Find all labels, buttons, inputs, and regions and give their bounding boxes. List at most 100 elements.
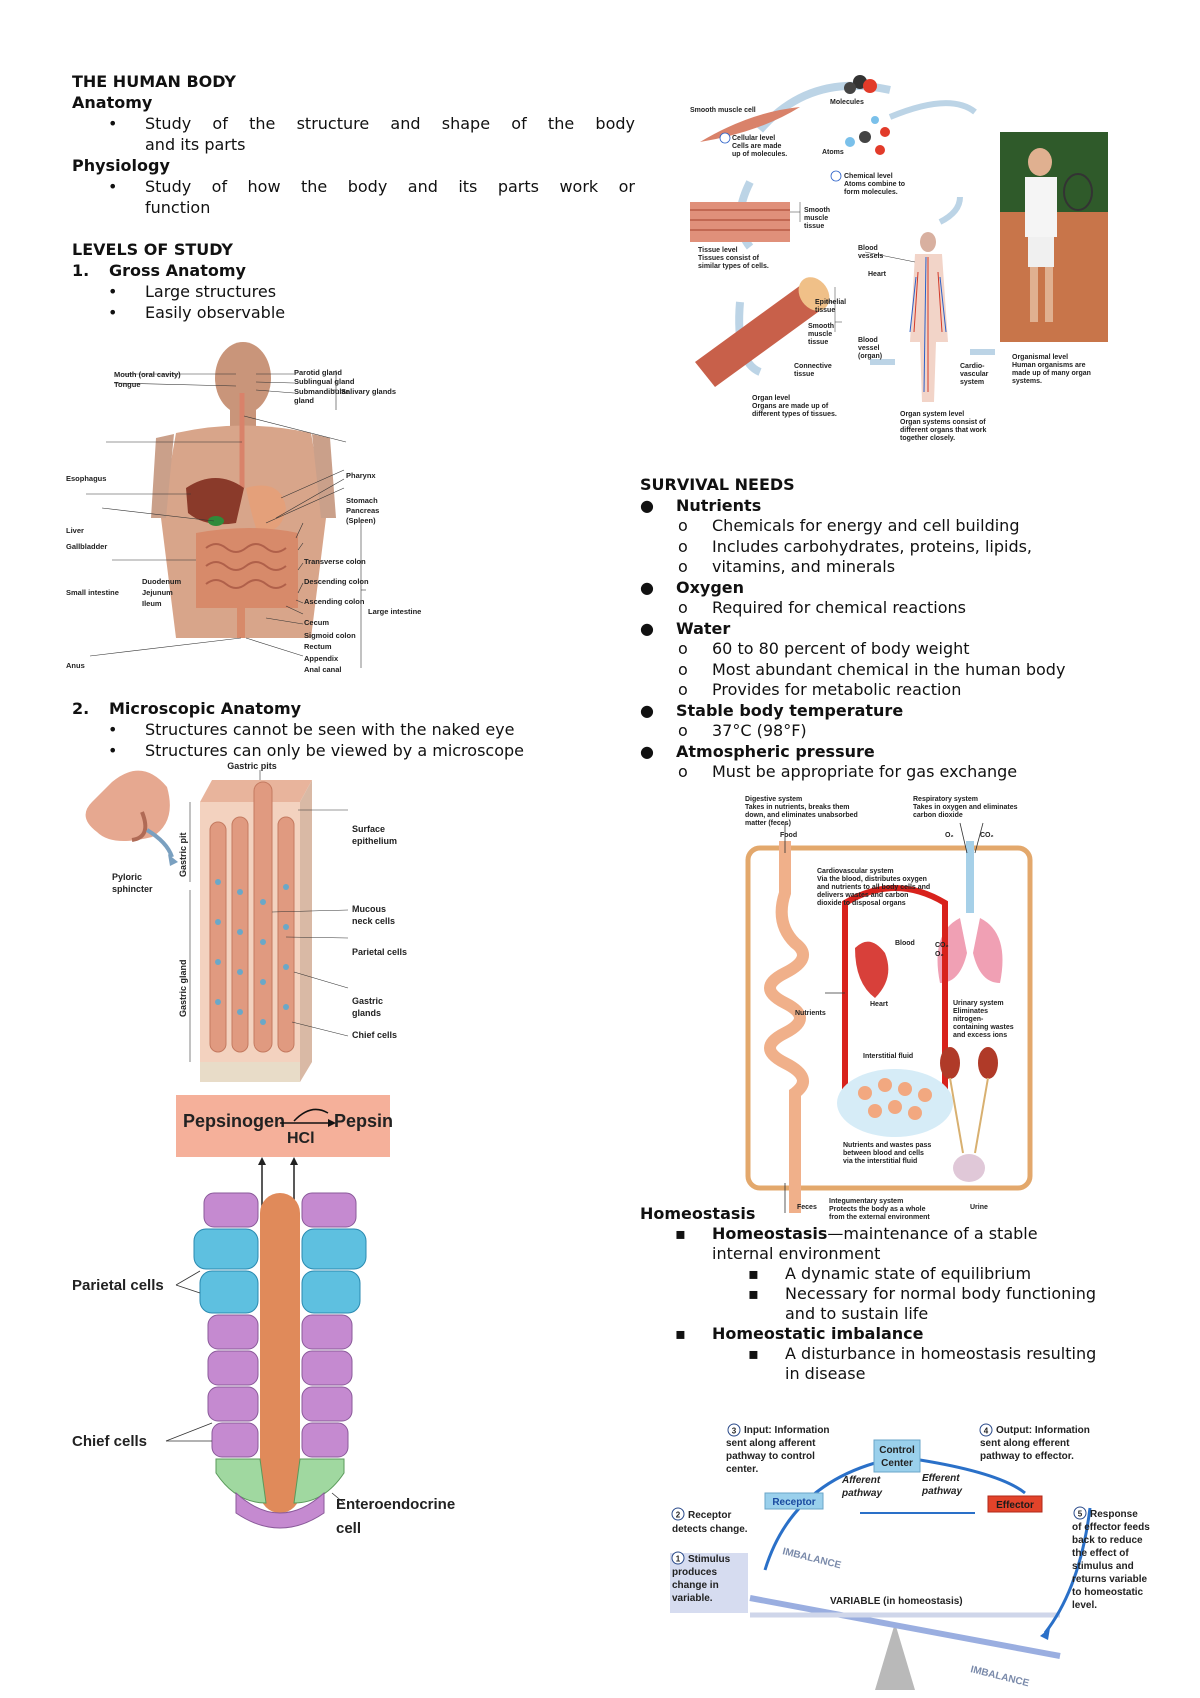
bullet-dot: • [108,114,118,133]
label-output-1: Output: Information [996,1425,1090,1436]
label-entero-1: Enteroendocrine [336,1496,455,1513]
label-pepsinogen: Pepsinogen [183,1111,285,1131]
label-feces: Feces [797,1204,817,1211]
label-pass-1: Nutrients and wastes pass [843,1142,931,1149]
label-gallbladder: Gallbladder [66,542,107,551]
need-sub-text: Most abundant chemical in the human body [712,659,1066,679]
label-blood: Blood [895,940,915,947]
homeostasis-sub-cont: and to sustain life [640,1304,1130,1324]
label-urinary-3: nitrogen- [953,1016,984,1023]
label-organ-1: Organ level [752,395,790,402]
label-blood-vessel-organ-3: (organ) [858,353,882,360]
label-gastric-gland-side: Gastric gland [178,959,188,1017]
gross-item-text: Easily observable [145,303,286,322]
label-jejunum: Jejunum [142,588,173,597]
label-pyloric-2: sphincter [112,884,153,894]
label-system-2: Organ systems consist of [900,419,986,426]
label-smooth-muscle-3: tissue [808,339,828,346]
label-urinary-5: and excess ions [953,1032,1007,1039]
gross-item: • Large structures [72,281,572,302]
label-organismal-2: Human organisms are [1012,362,1086,369]
label-receptor-note-1: Receptor [688,1510,731,1521]
step-5-number: 5 [1078,1510,1083,1519]
homeostasis-term: Homeostasis [712,1224,828,1243]
label-gastric-glands-1: Gastric [352,996,383,1006]
page-title: THE HUMAN BODY [72,72,236,91]
bullet-dot: • [108,282,118,301]
label-nutrients: Nutrients [795,1010,826,1017]
label-pancreas: Pancreas [346,506,379,515]
label-urinary-2: Eliminates [953,1008,988,1015]
label-pepsin: Pepsin [334,1111,393,1131]
survival-heading: SURVIVAL NEEDS [640,475,795,494]
label-molecules: Molecules [830,99,864,106]
label-integ-3: from the external environment [829,1214,930,1221]
need-water: ●Water [640,618,731,638]
label-input-3: pathway to control [726,1451,815,1462]
label-mucous-2: neck cells [352,916,395,926]
need-name: Atmospheric pressure [676,741,875,761]
physiology-definition-line-1: Study of how the body and its parts work… [145,177,635,196]
micro-item-text: Structures cannot be seen with the naked… [145,720,515,739]
label-submandibular: Submandibular [294,387,349,396]
label-ileum: Ileum [142,599,162,608]
label-system-1: Organ system level [900,411,964,418]
label-pass-3: via the interstitial fluid [843,1158,917,1165]
label-tissue-2: Tissues consist of [698,255,760,262]
need-name: Oxygen [676,577,745,597]
label-input-2: sent along afferent [726,1438,816,1449]
bullet-dot: • [108,177,118,196]
homeostasis-sub: ▪Necessary for normal body functioning [748,1284,1097,1303]
label-rectum: Rectum [304,642,332,651]
label-respiratory-2: Takes in oxygen and eliminates [913,804,1018,811]
label-system-3: different organs that work [900,427,986,434]
label-duodenum: Duodenum [142,577,181,586]
label-epithelial-1: Epithelial [815,299,846,306]
micro-anatomy-heading: 2. Microscopic Anatomy [72,698,592,719]
label-pass-2: between blood and cells [843,1150,924,1157]
label-organ-2: Organs are made up of [752,403,829,410]
label-afferent-2: pathway [841,1488,882,1499]
label-response-8: level. [1072,1600,1097,1611]
label-descending: Descending colon [304,577,369,586]
label-smooth-tissue-1: Smooth [804,207,830,214]
label-efferent-1: Efferent [922,1473,960,1484]
label-large-intestine: Large intestine [368,607,421,616]
label-response-3: back to reduce [1072,1535,1143,1546]
micro-item: • Structures cannot be seen with the nak… [72,719,592,740]
pepsin-figure: Pepsinogen Pepsin HCl Parietal cells Chi… [66,1093,476,1543]
micro-title: Microscopic Anatomy [109,699,302,718]
label-appendix: Appendix [304,654,339,663]
micro-item-text: Structures can only be viewed by a micro… [145,741,524,760]
label-imbalance-bottom: IMBALANCE [969,1664,1030,1689]
label-input-1: Input: Information [744,1425,830,1436]
label-smooth-muscle-cell: Smooth muscle cell [690,107,756,114]
label-cellular-1: Cellular level [732,135,775,142]
anatomy-bullet: • Study of the structure and shape of th… [72,113,635,155]
homeostasis-def: —maintenance of a stable [827,1224,1038,1243]
label-cardio-2: vascular [960,371,989,378]
need-sub-text: Includes carbohydrates, proteins, lipids… [712,536,1033,556]
label-gastric-pits: Gastric pits [227,762,277,771]
need-name: Stable body temperature [676,700,904,720]
label-atoms: Atoms [822,149,844,156]
organ-systems-figure: Digestive system Takes in nutrients, bre… [745,793,1045,1223]
label-co2-small: CO₂ [935,942,949,949]
label-connective-1: Connective [794,363,832,370]
label-cardio-1: Cardiovascular system [817,868,894,875]
label-transverse: Transverse colon [304,557,366,566]
label-liver: Liver [66,526,84,535]
label-receptor-note-2: detects change. [672,1524,748,1535]
need-nutrients: ●Nutrients [640,495,762,515]
label-cecum: Cecum [304,618,329,627]
label-hcl: HCl [287,1130,315,1147]
label-urine: Urine [970,1204,988,1211]
label-organismal-4: systems. [1012,378,1042,385]
homeostasis-section: Homeostasis ▪ Homeostasis—maintenance of… [640,1204,1130,1384]
label-output-3: pathway to effector. [980,1451,1074,1462]
step-3-number: 3 [732,1427,737,1436]
